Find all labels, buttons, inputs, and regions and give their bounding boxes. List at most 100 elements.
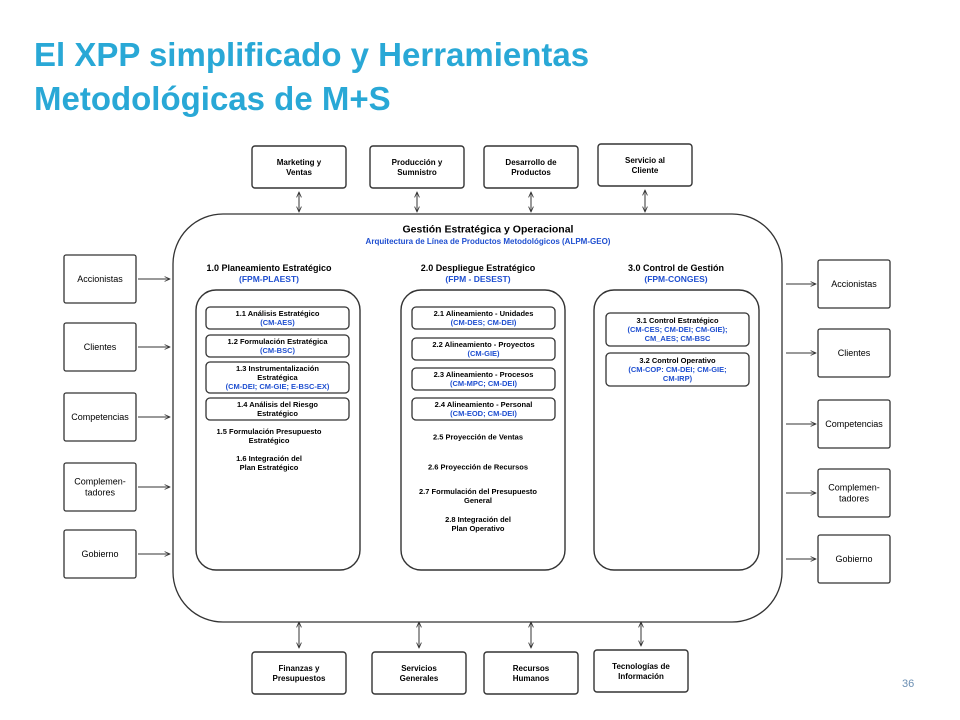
subprocess-code-line: (CM-MPC; CM-DEI) bbox=[450, 379, 518, 388]
column-heading-line: 2.0 Despliegue Estratégico bbox=[421, 263, 536, 273]
subprocess-code: (CM-CES; CM-DEI; CM-GIE); bbox=[628, 325, 728, 334]
column-heading-line: 3.0 Control de Gestión bbox=[628, 263, 724, 273]
plain-subprocess: 2.6 Proyección de Recursos bbox=[428, 463, 528, 472]
subprocess-box bbox=[605, 312, 750, 347]
subprocess-code: (CM-COP: CM-DEI; CM-GIE; bbox=[628, 365, 726, 374]
subprocess-code: (CM-AES) bbox=[260, 318, 295, 327]
plain-subprocess-line: Plan Estratégico bbox=[240, 463, 299, 472]
left-box-label-line: Gobierno bbox=[81, 549, 118, 559]
subprocess-box bbox=[205, 361, 350, 394]
subprocess-title: Estratégica bbox=[257, 373, 298, 382]
left-box-label-line: tadores bbox=[85, 488, 116, 498]
subprocess-title: 1.1 Análisis Estratégico bbox=[236, 309, 320, 318]
subprocess-code-line: (CM-CES; CM-DEI; CM-GIE); bbox=[628, 325, 728, 334]
left-box bbox=[63, 529, 137, 579]
left-box bbox=[63, 254, 137, 304]
column-heading: 1.0 Planeamiento Estratégico bbox=[206, 263, 332, 273]
top-box-label-line: Cliente bbox=[632, 166, 659, 175]
top-box-label-line: Marketing y bbox=[277, 158, 322, 167]
right-box-label: Accionistas bbox=[831, 279, 877, 289]
subprocess-title: 1.4 Análisis del Riesgo bbox=[237, 400, 318, 409]
column-code-line: (FPM - DESEST) bbox=[445, 274, 510, 284]
left-box-label-line: Clientes bbox=[84, 342, 117, 352]
subprocess-code-line: (CM-BSC) bbox=[260, 346, 295, 355]
top-box-label-line: Producción y bbox=[392, 158, 443, 167]
right-box-label-line: Complemen- bbox=[828, 483, 880, 493]
subprocess-title-line: 2.2 Alineamiento - Proyectos bbox=[432, 340, 534, 349]
plain-subprocess-line: 2.8 Integración del bbox=[445, 515, 511, 524]
right-box-label: Gobierno bbox=[835, 554, 872, 564]
plain-subprocess-line: General bbox=[464, 496, 492, 505]
plain-subprocess-line: Estratégico bbox=[249, 436, 290, 445]
column-code-line: (FPM-CONGES) bbox=[644, 274, 707, 284]
subprocess-code: (CM-DES; CM-DEI) bbox=[451, 318, 517, 327]
subprocess-title-line: 3.2 Control Operativo bbox=[639, 356, 716, 365]
bottom-box bbox=[593, 649, 689, 693]
right-box-label-line: Accionistas bbox=[831, 279, 877, 289]
right-box-label: Complemen-tadores bbox=[828, 483, 880, 504]
subprocess-box bbox=[411, 337, 556, 361]
slide-title-line-1: El XPP simplificado y Herramientas bbox=[34, 36, 590, 73]
right-box bbox=[817, 399, 891, 449]
subprocess-code: (CM-EOD; CM-DEI) bbox=[450, 409, 517, 418]
right-box bbox=[817, 328, 891, 378]
top-box-label-line: Servicio al bbox=[625, 156, 665, 165]
top-box bbox=[369, 145, 465, 189]
subprocess-title: 1.2 Formulación Estratégica bbox=[227, 337, 328, 346]
subprocess-code: CM-IRP) bbox=[663, 374, 693, 383]
center-title-line: Gestión Estratégica y Operacional bbox=[403, 224, 574, 236]
right-box-label: Competencias bbox=[825, 419, 883, 429]
subprocess-title-line: Estratégico bbox=[257, 409, 298, 418]
subprocess-code-line: (CM-DEI; CM-GIE; E-BSC-EX) bbox=[226, 382, 330, 391]
subprocess-title-line: 1.2 Formulación Estratégica bbox=[227, 337, 328, 346]
bottom-box-label-line: Tecnologías de bbox=[612, 662, 670, 671]
right-box bbox=[817, 534, 891, 584]
subprocess-box bbox=[411, 367, 556, 391]
subprocess-title-line: 1.4 Análisis del Riesgo bbox=[237, 400, 318, 409]
left-box-label-line: Complemen- bbox=[74, 477, 126, 487]
page-number: 36 bbox=[902, 678, 915, 690]
left-box-label: Accionistas bbox=[77, 274, 123, 284]
bottom-box-label-line: Generales bbox=[400, 674, 439, 683]
right-box-label-line: tadores bbox=[839, 494, 870, 504]
subprocess-title-line: 1.3 Instrumentalización bbox=[236, 364, 319, 373]
subprocess-code-line: CM-IRP) bbox=[663, 374, 693, 383]
subprocess-code: (CM-MPC; CM-DEI) bbox=[450, 379, 518, 388]
subprocess-title-line: 2.3 Alineamiento - Procesos bbox=[434, 370, 534, 379]
column-code: (FPM - DESEST) bbox=[445, 274, 510, 284]
bottom-box-label-line: Información bbox=[618, 672, 664, 681]
plain-subprocess: 2.5 Proyección de Ventas bbox=[433, 433, 523, 442]
subprocess-box bbox=[411, 397, 556, 421]
plain-subprocess-line: 2.5 Proyección de Ventas bbox=[433, 433, 523, 442]
plain-subprocess-line: Plan Operativo bbox=[452, 524, 505, 533]
bottom-box bbox=[251, 651, 347, 695]
left-box-label-line: Accionistas bbox=[77, 274, 123, 284]
plain-subprocess-line: 2.7 Formulación del Presupuesto bbox=[419, 487, 537, 496]
column-code-line: (FPM-PLAEST) bbox=[239, 274, 299, 284]
right-box bbox=[817, 468, 891, 518]
column-code: (FPM-CONGES) bbox=[644, 274, 707, 284]
subprocess-code-line: (CM-COP: CM-DEI; CM-GIE; bbox=[628, 365, 726, 374]
bottom-box-label-line: Presupuestos bbox=[273, 674, 326, 683]
right-box-label-line: Clientes bbox=[838, 348, 871, 358]
subprocess-code: (CM-GIE) bbox=[467, 349, 500, 358]
column-heading: 2.0 Despliegue Estratégico bbox=[421, 263, 536, 273]
top-box bbox=[597, 143, 693, 187]
plain-subprocess-line: 1.5 Formulación Presupuesto bbox=[216, 427, 321, 436]
top-box-label-line: Productos bbox=[511, 168, 551, 177]
subprocess-code-line: CM_AES; CM-BSC bbox=[645, 334, 711, 343]
plain-subprocess-line: 1.6 Integración del bbox=[236, 454, 302, 463]
column-heading-line: 1.0 Planeamiento Estratégico bbox=[206, 263, 332, 273]
subprocess-code: CM_AES; CM-BSC bbox=[645, 334, 711, 343]
bottom-box-label-line: Servicios bbox=[401, 664, 437, 673]
left-box bbox=[63, 392, 137, 442]
slide-title-line-2: Metodológicas de M+S bbox=[34, 80, 391, 117]
